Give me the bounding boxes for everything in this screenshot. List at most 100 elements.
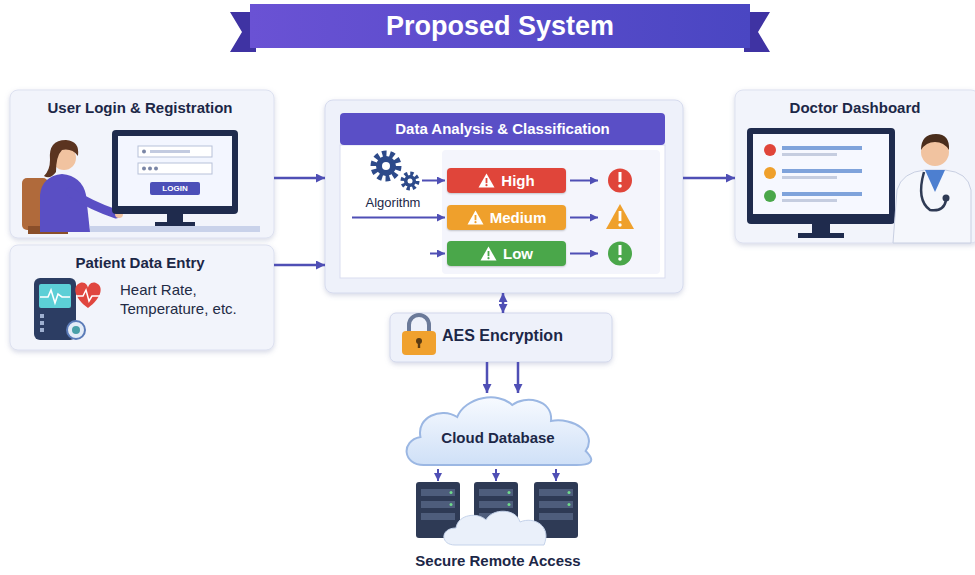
- encryption-box: AES Encryption: [390, 313, 612, 362]
- priority-badge: Medium: [447, 205, 566, 230]
- warning-mark: [486, 178, 488, 183]
- input-field: [138, 146, 212, 157]
- alert-mark: [618, 257, 622, 261]
- flow-arrow: [517, 362, 520, 393]
- doctor-hair: [921, 134, 949, 150]
- flow-arrow: [570, 253, 598, 255]
- server-led: [568, 503, 571, 506]
- monitor-frame: [112, 130, 238, 214]
- doctor-shirt: [925, 170, 945, 192]
- device-screen: [39, 284, 71, 308]
- warning-triangle: [467, 211, 483, 225]
- monitor-screen: [118, 136, 232, 206]
- alert-mark: [619, 172, 622, 182]
- alert-mark: [618, 223, 621, 226]
- alert-mark: [619, 245, 622, 255]
- warning-mark: [488, 251, 490, 256]
- gear: [376, 156, 396, 176]
- server-slot: [539, 513, 573, 520]
- warning-triangle: [479, 174, 495, 188]
- monitor-base: [798, 233, 844, 238]
- flow-arrow: [430, 253, 445, 255]
- priority-badge: High: [447, 168, 566, 193]
- button-label: LOGIN: [150, 182, 200, 195]
- warning-mark: [486, 184, 488, 186]
- panel-title: User Login & Registration: [10, 99, 270, 117]
- list-bar: [782, 192, 862, 196]
- doctor-coat: [893, 170, 971, 243]
- flow-arrow: [570, 217, 598, 219]
- lock-body: [402, 331, 436, 355]
- warning-icon: [467, 210, 484, 225]
- server-slot: [539, 489, 573, 496]
- status-dot: [764, 167, 776, 179]
- warning-mark: [474, 215, 476, 220]
- server-slot: [479, 489, 513, 496]
- algorithm-label: Algorithm: [343, 195, 443, 210]
- cloud-label: Cloud Database: [398, 429, 598, 447]
- keyhole: [418, 341, 420, 348]
- priority-label: Low: [503, 245, 533, 263]
- pulse-line: [40, 290, 70, 303]
- status-dot: [764, 190, 776, 202]
- alert-icon: [608, 169, 632, 193]
- flow-arrow: [683, 177, 735, 180]
- flow-arrow: [274, 177, 325, 180]
- gear-hole: [382, 162, 390, 170]
- panel-body: Heart Rate, Temperature, etc.: [120, 280, 260, 318]
- lock-shackle: [409, 315, 429, 333]
- flow-arrow: [495, 469, 497, 481]
- gear-teeth: [374, 154, 398, 178]
- input-field: [138, 163, 212, 174]
- priority-badge: Low: [447, 241, 566, 266]
- field-line: [150, 150, 190, 153]
- server-led: [450, 491, 453, 494]
- monitor-base: [155, 222, 195, 226]
- list-bar: [782, 199, 837, 202]
- heart-icon: [75, 283, 100, 308]
- panel-ground: [325, 100, 683, 293]
- panel-header: Data Analysis & Classification: [340, 113, 665, 145]
- dashboard-panel: Doctor Dashboard: [735, 90, 975, 243]
- server-led: [508, 503, 511, 506]
- alert-icon: [606, 204, 634, 229]
- inner-panel: [340, 145, 665, 278]
- monitor-screen: [753, 134, 889, 214]
- stethoscope: [921, 172, 946, 210]
- warning-icon: [478, 173, 495, 188]
- server-slot: [421, 489, 455, 496]
- flow-arrow: [570, 180, 598, 182]
- warning-icon: [480, 246, 497, 261]
- caption-label: Secure Remote Access: [378, 552, 618, 570]
- warning-triangle: [481, 247, 497, 261]
- status-dot: [764, 144, 776, 156]
- field-icon: [142, 150, 146, 154]
- server-led: [568, 491, 571, 494]
- server-slot: [539, 501, 573, 508]
- login-panel: User Login & Registration: [10, 90, 274, 238]
- server-led: [508, 491, 511, 494]
- panel-title: Doctor Dashboard: [735, 99, 975, 117]
- priority-label: Medium: [490, 209, 547, 227]
- server-slot: [421, 501, 455, 508]
- server-slot: [479, 501, 513, 508]
- flow-arrow: [555, 469, 557, 481]
- panel-ground: [390, 313, 612, 362]
- gear-hole: [408, 179, 413, 184]
- alert-icon: [608, 242, 632, 266]
- desk: [90, 226, 260, 232]
- monitor-stand: [812, 224, 830, 234]
- sensor-dot: [72, 326, 80, 334]
- panel-ground: [10, 245, 274, 350]
- diagram-title: Proposed System: [250, 4, 750, 48]
- login-button: [150, 182, 200, 195]
- result-area: [442, 150, 660, 274]
- heart-pulse: [76, 290, 100, 301]
- server-led: [450, 503, 453, 506]
- list-bar: [782, 146, 862, 150]
- priority-label: High: [501, 172, 534, 190]
- gear: [404, 175, 416, 187]
- panel-title: Patient Data Entry: [10, 254, 270, 272]
- device-button: [40, 321, 44, 325]
- flow-arrow: [486, 362, 489, 393]
